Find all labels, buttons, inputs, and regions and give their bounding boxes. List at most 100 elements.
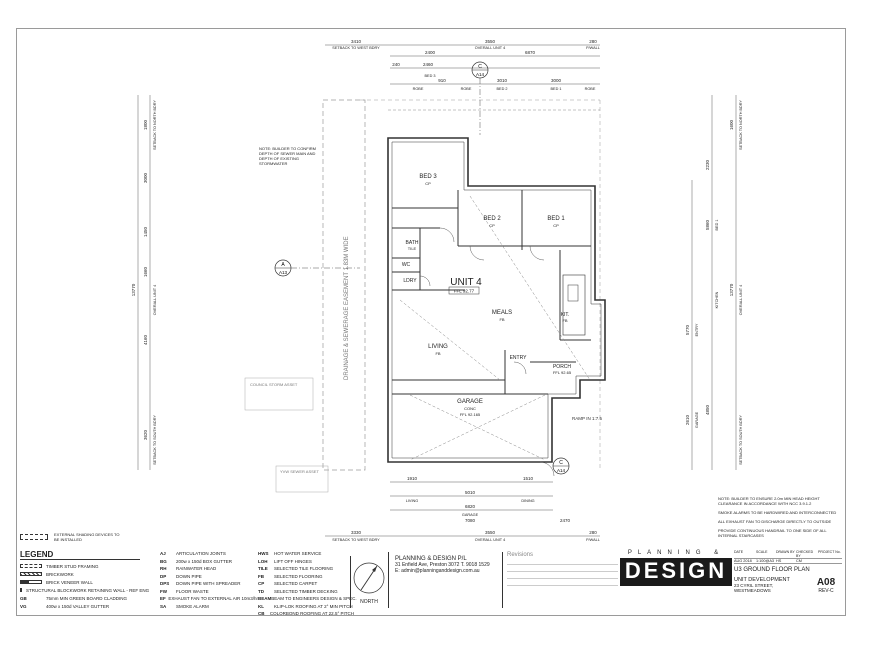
svg-text:OVERALL UNIT 4: OVERALL UNIT 4 <box>153 285 157 315</box>
svg-text:6820: 6820 <box>465 504 476 509</box>
room-garage-floor: CONC <box>464 406 476 411</box>
svg-text:910: 910 <box>438 78 446 83</box>
svg-text:3620: 3620 <box>143 429 148 440</box>
svg-text:BED 2: BED 2 <box>497 87 508 91</box>
veneer-symbol <box>20 580 42 584</box>
svg-text:DINING: DINING <box>521 499 534 503</box>
unit-title: UNIT 4 <box>450 277 482 288</box>
revisions-panel: Revisions <box>502 552 618 608</box>
svg-text:SETBACK TO WEST BDRY: SETBACK TO WEST BDRY <box>332 46 380 50</box>
svg-text:GARAGE: GARAGE <box>695 411 699 428</box>
svg-text:C: C <box>559 460 563 466</box>
svg-text:1510: 1510 <box>523 476 534 481</box>
svg-text:SETBACK TO SOUTH BDRY: SETBACK TO SOUTH BDRY <box>739 415 743 465</box>
revisions-title: Revisions <box>507 552 534 558</box>
north-label: NORTH <box>360 599 378 605</box>
svg-text:2460: 2460 <box>423 62 434 67</box>
svg-text:LIVING: LIVING <box>406 499 418 503</box>
legend-item: BRICK VENEER WALL <box>20 578 140 586</box>
project-no <box>818 559 842 563</box>
svg-text:2470: 2470 <box>560 518 571 523</box>
dims-left: 1800 3000 1450 1660 4160 3620 13770 SETB… <box>131 95 157 470</box>
address-line2: WESTMEADOWS <box>734 588 771 593</box>
firm-logo: PLANNING & DESIGN <box>620 550 732 590</box>
room-bed2: BED 2 <box>483 216 501 222</box>
svg-text:5860: 5860 <box>705 219 710 230</box>
svg-text:OVERALL UNIT 4: OVERALL UNIT 4 <box>739 285 743 315</box>
room-bed3-floor: CP <box>425 181 431 186</box>
svg-text:2610: 2610 <box>685 414 690 425</box>
room-bath-floor: TILE <box>408 246 417 251</box>
room-wc: WC <box>402 262 411 268</box>
svg-text:3410: 3410 <box>351 39 362 44</box>
firm-details: PLANNING & DESIGN P/L 31 Enfield Ave, Pr… <box>388 552 498 608</box>
room-bed2-floor: CP <box>489 223 495 228</box>
svg-text:SETBACK TO NORTH BDRY: SETBACK TO NORTH BDRY <box>739 100 743 150</box>
legend: LEGEND TIMBER STUD FRAMING BRICKWORK BRI… <box>20 550 149 610</box>
drawing-scale: 1:100@A3 <box>756 559 774 563</box>
internal-walls <box>392 190 591 395</box>
svg-text:KITCHEN: KITCHEN <box>715 291 719 308</box>
address-line1: 23 CYRIL STREET, <box>734 583 774 588</box>
svg-text:A14: A14 <box>476 72 485 77</box>
title-block: DATE SCALE DRAWN BY CHECKED BY PROJECT N… <box>734 550 842 594</box>
legend-item: BRICKWORK <box>20 570 140 578</box>
dims-bottom: 1910 5010 1510 6820 7080 3330 3550 280 2… <box>325 476 600 542</box>
svg-text:A13: A13 <box>279 270 288 275</box>
room-living: LIVING <box>428 344 448 350</box>
svg-text:SETBACK TO SOUTH BDRY: SETBACK TO SOUTH BDRY <box>153 415 157 465</box>
sheet-title: U3 GROUND FLOOR PLAN <box>734 567 810 573</box>
svg-text:SETBACK TO NORTH BDRY: SETBACK TO NORTH BDRY <box>153 100 157 150</box>
svg-text:5010: 5010 <box>465 490 476 495</box>
svg-text:3000: 3000 <box>143 172 148 183</box>
svg-text:3550: 3550 <box>485 530 496 535</box>
svg-text:ENTRY: ENTRY <box>695 323 699 336</box>
revision-label: REV-C <box>818 588 834 594</box>
svg-text:1660: 1660 <box>143 266 148 277</box>
svg-text:2230: 2230 <box>705 159 710 170</box>
svg-text:13770: 13770 <box>729 283 734 296</box>
svg-text:ROBE: ROBE <box>585 87 596 91</box>
room-ldry: LDRY <box>403 278 417 284</box>
room-garage: GARAGE <box>457 399 483 405</box>
legend-title: LEGEND <box>20 550 140 560</box>
room-bed1: BED 1 <box>547 216 565 222</box>
firm-name: PLANNING & DESIGN P/L <box>395 556 467 562</box>
brick-symbol <box>20 572 42 576</box>
unit-ffl: FFL 92.77 <box>454 289 475 294</box>
svg-text:3330: 3330 <box>351 530 362 535</box>
svg-text:GARAGE: GARAGE <box>462 513 479 517</box>
drawn-by: HS <box>776 559 782 563</box>
svg-text:COUNCIL STORM ASSET: COUNCIL STORM ASSET <box>250 382 298 387</box>
section-marker-c-top: C A14 <box>471 61 489 135</box>
north-arrow-icon <box>353 562 385 594</box>
asset-notes: COUNCIL STORM ASSET YVW SEWER ASSET <box>244 377 329 493</box>
north-point: NORTH <box>350 556 387 608</box>
svg-text:SETBACK TO WEST BDRY: SETBACK TO WEST BDRY <box>332 538 380 542</box>
svg-text:YVW SEWER ASSET: YVW SEWER ASSET <box>280 469 319 474</box>
svg-text:BED 3: BED 3 <box>425 74 436 78</box>
svg-text:5770: 5770 <box>685 324 690 335</box>
gutter-symbol: VG <box>20 604 27 609</box>
svg-text:1910: 1910 <box>407 476 418 481</box>
svg-text:OVERALL UNIT 4: OVERALL UNIT 4 <box>475 538 505 542</box>
legend-item: STRUCTURAL BLOCKWORK RETAINING WALL - RE… <box>20 586 149 594</box>
outer-walls <box>387 137 606 463</box>
svg-text:1450: 1450 <box>143 226 148 237</box>
checked-by: CM <box>796 559 802 563</box>
garage-ffl: FFL 92.165 <box>460 412 481 417</box>
svg-text:OVERALL UNIT 4: OVERALL UNIT 4 <box>475 46 505 50</box>
easement-strip <box>322 99 366 471</box>
svg-text:240: 240 <box>392 62 400 67</box>
svg-text:2400: 2400 <box>425 50 436 55</box>
room-meals: MEALS <box>492 310 512 316</box>
firm-address: 31 Enfield Ave, Preston 3072 <box>395 562 460 568</box>
dims-right: 1600 2230 5860 5770 4850 2610 13770 SETB… <box>685 95 743 470</box>
svg-text:P/WALL: P/WALL <box>586 46 600 50</box>
easement-label: DRAINAGE & SEWERAGE EASEMENT 1.83M WIDE <box>344 236 350 380</box>
